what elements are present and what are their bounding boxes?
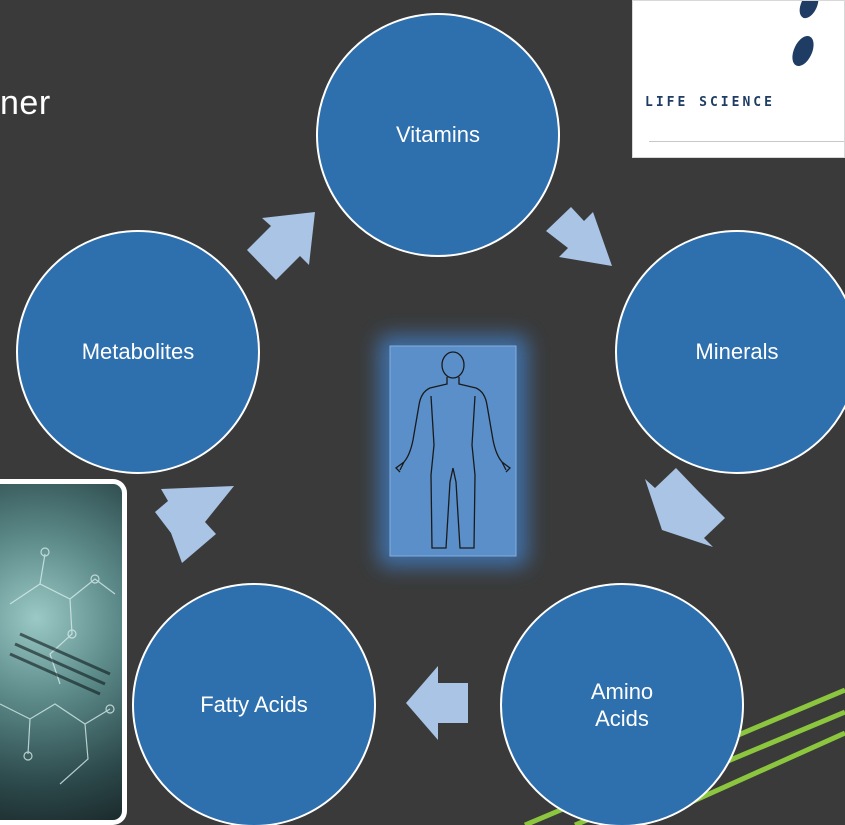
arrow-fatty-to-metabolites <box>155 486 234 563</box>
node-fatty-acids[interactable] <box>132 583 376 825</box>
logo-divider <box>649 141 844 142</box>
human-body-outline-icon <box>395 351 511 549</box>
slide-title-fragment: ner <box>0 84 51 122</box>
company-logo: LIFE SCIENCE <box>632 0 845 158</box>
molecule-structure-image <box>0 547 116 785</box>
arrow-vitamins-to-minerals <box>546 207 612 266</box>
arrow-metabolites-to-vitamins <box>247 212 315 280</box>
node-metabolites[interactable] <box>16 230 260 474</box>
cycle-nodes <box>16 13 845 825</box>
logo-mark-icon <box>792 1 819 66</box>
arrow-amino-to-fatty <box>406 666 468 740</box>
molecule-photo <box>0 479 127 825</box>
node-amino-acids[interactable] <box>500 583 744 825</box>
center-human-figure <box>378 335 528 567</box>
logo-text: LIFE SCIENCE <box>645 95 775 110</box>
node-minerals[interactable] <box>615 230 845 474</box>
node-vitamins[interactable] <box>316 13 560 257</box>
cycle-arrows <box>155 207 725 740</box>
arrow-minerals-to-amino <box>645 468 725 547</box>
